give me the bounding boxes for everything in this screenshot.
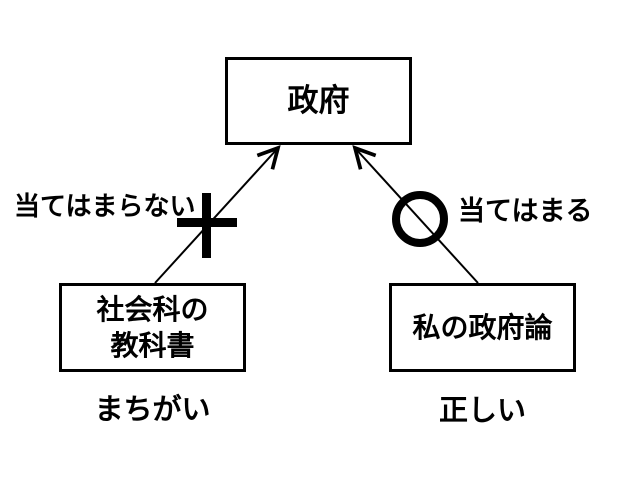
textbook-box: 社会科の 教科書 bbox=[59, 283, 246, 372]
my-theory-box-label: 私の政府論 bbox=[412, 311, 553, 343]
textbook-box-label-line1: 社会科の bbox=[96, 293, 209, 325]
right-arrow bbox=[355, 148, 479, 284]
government-box-label: 政府 bbox=[287, 83, 350, 119]
wrong-caption: まちがい bbox=[94, 394, 211, 426]
cross-mark-icon bbox=[177, 193, 237, 258]
correct-caption: 正しい bbox=[438, 395, 526, 427]
government-box: 政府 bbox=[225, 57, 412, 145]
left-arrow bbox=[154, 148, 278, 284]
textbook-box-label-line2: 教科書 bbox=[110, 329, 195, 361]
not-applicable-label: 当てはまらない bbox=[14, 191, 196, 221]
applicable-label: 当てはまる bbox=[458, 196, 593, 226]
my-theory-box: 私の政府論 bbox=[389, 283, 576, 372]
circle-mark-icon bbox=[392, 191, 448, 247]
